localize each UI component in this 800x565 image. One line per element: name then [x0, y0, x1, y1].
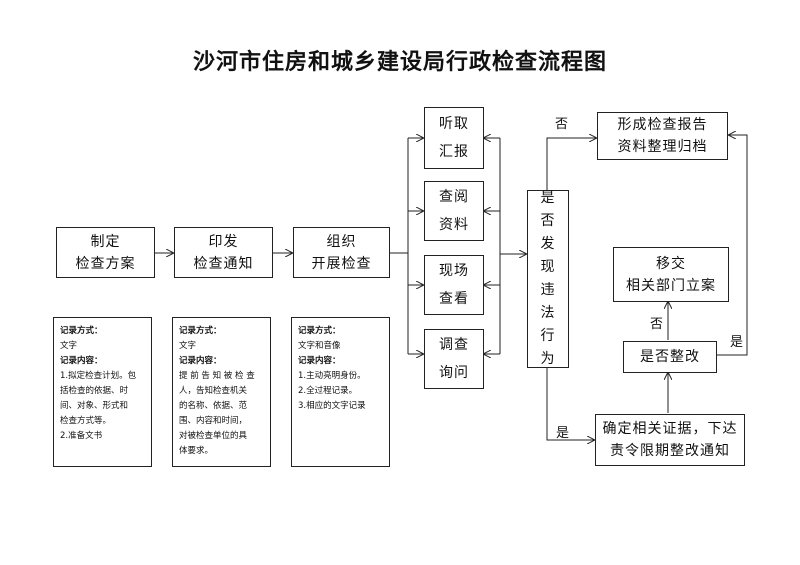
evidence-line1: 确定相关证据，下达 — [602, 421, 738, 437]
note-line: 提 前 告 知 被 检 查 — [179, 371, 255, 381]
step-notice-line2: 检查通知 — [193, 255, 254, 272]
step-notice: 印发 检查通知 — [174, 227, 273, 278]
rectify-check: 是否整改 — [623, 341, 717, 373]
step-plan-line2: 检查方案 — [75, 255, 136, 272]
note-line: 1.拟定检查计划。包 — [60, 371, 137, 381]
page-title: 沙河市住房和城乡建设局行政检查流程图 — [192, 50, 607, 75]
note-line: 人，告知检查机关 — [179, 386, 248, 396]
evidence-line2: 责令限期整改通知 — [610, 443, 730, 459]
decision-violation: 是 否 发 现 违 法 行 为 — [527, 190, 569, 368]
method-listen: 听取 汇报 — [424, 107, 484, 169]
report-line1: 形成检查报告 — [617, 117, 708, 133]
note-method-label: 记录方式： — [298, 326, 341, 336]
note-line: 间、对象、形式和 — [60, 401, 129, 411]
edge-label-yes-right: 是 — [730, 335, 744, 350]
transfer-line1: 移交 — [656, 255, 686, 272]
method-inquire: 调查 询问 — [424, 329, 484, 389]
decision-char: 为 — [540, 351, 556, 367]
note-organize: 记录方式： 文字和音像 记录内容： 1.主动亮明身份。 2.全过程记录。 3.相… — [291, 317, 390, 467]
method-listen-line2: 汇报 — [439, 144, 469, 160]
method-inquire-line2: 询问 — [439, 365, 469, 381]
note-content-label: 记录内容： — [298, 356, 341, 366]
note-plan: 记录方式： 文字 记录内容： 1.拟定检查计划。包 括检查的依据、时 间、对象、… — [53, 317, 152, 467]
transfer-line2: 相关部门立案 — [626, 277, 716, 294]
note-method-label: 记录方式： — [60, 326, 103, 336]
report-archive: 形成检查报告 资料整理归档 — [597, 112, 728, 160]
method-site-line2: 查看 — [439, 291, 469, 307]
decision-char: 否 — [540, 213, 556, 229]
note-line: 1.主动亮明身份。 — [298, 371, 366, 381]
method-review-line2: 资料 — [439, 217, 469, 233]
note-method: 文字 — [179, 341, 197, 351]
edge-label-no-top: 否 — [555, 117, 569, 132]
method-site: 现场 查看 — [424, 255, 484, 315]
evidence-notice: 确定相关证据，下达 责令限期整改通知 — [595, 414, 745, 466]
step-organize-line1: 组织 — [326, 233, 357, 250]
note-line: 2.全过程记录。 — [298, 386, 358, 396]
decision-char: 现 — [540, 259, 556, 275]
decision-char: 是 — [540, 190, 556, 206]
note-line: 体要求。 — [179, 446, 214, 456]
note-line: 对被检查单位的具 — [179, 431, 248, 441]
report-line2: 资料整理归档 — [617, 139, 708, 155]
note-line: 2.准备文书 — [60, 431, 103, 441]
method-site-line1: 现场 — [439, 263, 469, 279]
note-notice: 记录方式： 文字 记录内容： 提 前 告 知 被 检 查 人，告知检查机关 的名… — [172, 317, 271, 467]
decision-char: 发 — [540, 236, 556, 252]
note-line: 3.相应的文字记录 — [298, 401, 366, 411]
rectify-check-label: 是否整改 — [640, 349, 700, 365]
decision-char: 行 — [540, 328, 556, 344]
note-method: 文字 — [60, 341, 78, 351]
step-plan-line1: 制定 — [90, 233, 121, 250]
note-method-label: 记录方式： — [179, 326, 222, 336]
transfer-case: 移交 相关部门立案 — [613, 247, 729, 302]
decision-char: 违 — [540, 282, 556, 298]
method-listen-line1: 听取 — [439, 116, 469, 132]
note-line: 的名称、依据、范 — [179, 401, 248, 411]
note-method: 文字和音像 — [298, 341, 341, 351]
step-notice-line1: 印发 — [208, 233, 239, 250]
method-review: 查阅 资料 — [424, 181, 484, 241]
step-organize: 组织 开展检查 — [293, 227, 390, 278]
decision-char: 法 — [540, 305, 556, 321]
edge-label-yes-bottom: 是 — [556, 426, 570, 441]
note-line: 围、内容和时间， — [179, 416, 248, 426]
step-organize-line2: 开展检查 — [311, 255, 372, 272]
step-plan: 制定 检查方案 — [56, 227, 155, 278]
edge-label-no-mid: 否 — [650, 317, 664, 332]
note-content-label: 记录内容： — [60, 356, 103, 366]
method-inquire-line1: 调查 — [439, 337, 469, 353]
method-review-line1: 查阅 — [439, 189, 469, 205]
note-line: 括检查的依据、时 — [60, 386, 129, 396]
note-content-label: 记录内容： — [179, 356, 222, 366]
note-line: 检查方式等。 — [60, 416, 112, 426]
